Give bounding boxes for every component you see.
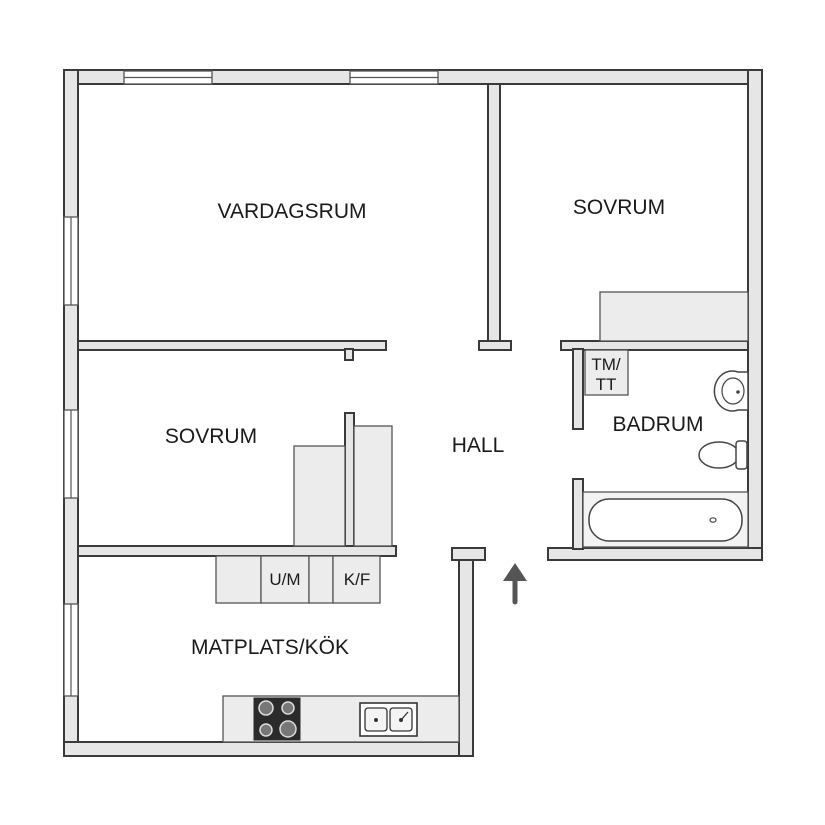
wall-bathroom-top <box>560 340 749 351</box>
room-label-bedroom-west: SOVRUM <box>165 425 257 448</box>
room-label-hall: HALL <box>452 434 505 457</box>
wall-wardrobe-divider <box>344 412 355 547</box>
fixture-label-oven-micro: U/M <box>269 570 300 589</box>
bathtub-icon <box>582 491 749 548</box>
wardrobe-bedroom-east <box>599 291 749 342</box>
wall-bathroom-west-lower <box>572 478 584 550</box>
wardrobe-west-left <box>293 445 346 547</box>
wall-living-bedroom <box>487 83 501 343</box>
window-left-2 <box>63 409 79 499</box>
wall-entrance-left-stub <box>451 547 486 561</box>
window-left-1 <box>63 216 79 306</box>
room-label-kitchen: MATPLATS/KÖK <box>191 636 349 659</box>
wall-bedroom-kitchen <box>77 545 397 557</box>
window-left-3 <box>63 603 79 697</box>
wall-living-stub <box>344 348 354 361</box>
labels: VARDAGSRUM SOVRUM SOVRUM HALL BADRUM MAT… <box>165 196 704 659</box>
arrow-up-icon <box>503 563 527 605</box>
stove-icon <box>253 697 301 741</box>
fixture-label-washer-dryer-2: TT <box>596 375 617 394</box>
windows <box>63 70 439 697</box>
room-label-bathroom: BADRUM <box>612 413 703 436</box>
outer-wall-right <box>747 69 763 561</box>
window-top-1 <box>123 70 213 85</box>
room-label-bedroom-east: SOVRUM <box>573 196 665 219</box>
window-top-2 <box>349 70 439 85</box>
wall-bathroom-west-upper <box>572 348 584 430</box>
washbasin-icon <box>713 370 749 412</box>
toilet-icon <box>698 440 748 470</box>
wardrobe-west-right <box>353 425 393 547</box>
kitchen-sink-icon <box>359 702 418 737</box>
wall-entrance-right <box>547 547 763 561</box>
wall-living-west-bedroom <box>77 340 387 351</box>
wall-kitchen-east <box>458 547 474 757</box>
washer-dryer <box>584 349 629 396</box>
oven-micro-cabinet <box>260 555 310 604</box>
kitchen-cabinet-left <box>215 555 262 604</box>
fixtures <box>215 291 749 743</box>
kitchen-cabinet-mid <box>308 555 334 604</box>
wall-living-bedroom-foot <box>478 340 512 351</box>
room-label-living-room: VARDAGSRUM <box>218 200 367 223</box>
fridge-freezer-cabinet <box>332 555 381 604</box>
fixture-label-fridge-freezer: K/F <box>344 570 370 589</box>
outer-wall-bottom <box>63 741 474 757</box>
fixture-label-washer-dryer-1: TM/ <box>591 355 621 374</box>
